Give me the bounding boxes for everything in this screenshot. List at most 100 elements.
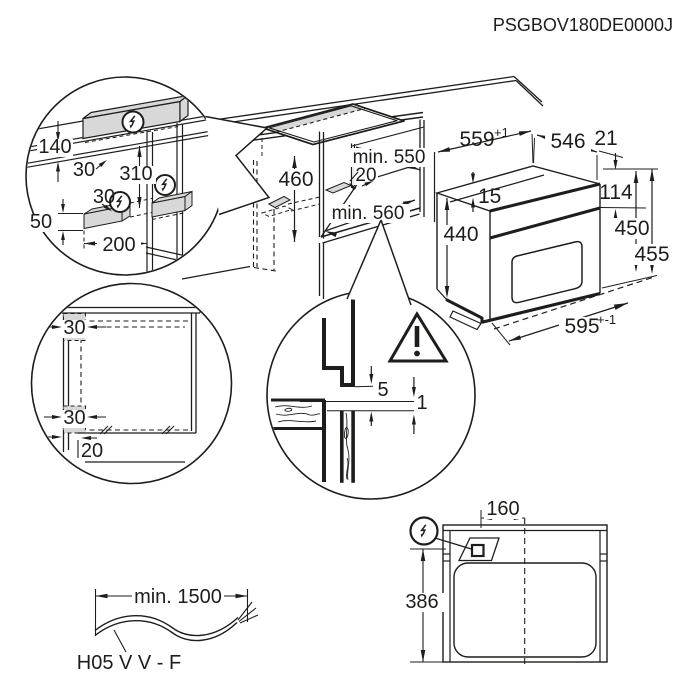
label-backing (37, 139, 73, 157)
detail-circle-connection-space: 140 30 310 30 50 200 (25, 76, 271, 276)
dimension-cabinet-height: 460 (278, 168, 313, 191)
drawing-curve (94, 619, 238, 642)
drawing-curve (344, 427, 349, 439)
drawing-panel (449, 310, 482, 331)
arrowhead (613, 303, 628, 310)
label-backing (61, 410, 88, 428)
lightning-bolt-icon (115, 195, 123, 206)
drawing-line (598, 150, 624, 158)
arrowhead (81, 436, 91, 440)
lightning-bolt-arrowhead (116, 204, 120, 209)
dimension-top-clearance: 15 (478, 185, 501, 208)
drawing-curve (511, 240, 583, 304)
dimension-200: 200 (102, 234, 135, 256)
drawing-panel (322, 400, 326, 482)
lightning-bolt-icon (160, 178, 168, 189)
part-number: PSGBOV180DE0000J (493, 15, 673, 35)
arrowhead (235, 593, 248, 599)
label-backing (132, 588, 224, 607)
dimension-cable-length: min. 1500 (134, 586, 222, 608)
drawing-line (434, 537, 474, 551)
arrowhead (137, 197, 142, 208)
hidden-edge-line (253, 266, 277, 272)
callout-pointer-fill (347, 220, 411, 305)
arrowhead (364, 181, 374, 187)
drawing-curve (94, 614, 239, 637)
detail-circle-front-gap: 5 1 (266, 219, 476, 500)
drawing-line (238, 607, 257, 622)
dimension-140: 140 (38, 136, 71, 158)
label-backing (61, 320, 88, 338)
drawing-line (215, 79, 517, 126)
power-connection-icon (409, 516, 439, 546)
cabinet-perspective-drawing: 460 min. 550 20 min. 560 (181, 75, 544, 299)
dimension-30-top: 30 (73, 159, 95, 181)
drawing-line (237, 601, 253, 621)
drawing-line (513, 76, 543, 103)
drawing-line (601, 275, 658, 289)
arrowhead (444, 198, 450, 210)
drawing-panel (340, 410, 344, 483)
hidden-edge-line (129, 198, 153, 204)
drawing-panel (340, 383, 355, 387)
arrowhead (95, 593, 108, 599)
arrowhead (52, 435, 62, 439)
arrowhead (438, 147, 451, 152)
label-backing (326, 204, 410, 223)
drawing-curve (274, 405, 313, 408)
detail-circle-background (267, 291, 475, 499)
dimension-rear-offset: 21 (594, 127, 617, 150)
drawing-line (436, 288, 448, 301)
label-backing (348, 148, 430, 167)
label-backing (28, 215, 54, 232)
arrowhead (325, 231, 338, 238)
dimension-oven-depth: 546 (550, 130, 585, 153)
drawing-line (531, 133, 534, 164)
dimension-20-side: 20 (81, 440, 103, 462)
dimension-50: 50 (30, 211, 52, 233)
drawing-curve (345, 412, 350, 481)
label-backing (609, 218, 655, 239)
hidden-edge-line (493, 276, 655, 330)
arrowhead (471, 173, 475, 184)
arrowhead (137, 146, 142, 157)
dimension-connection-offset: 160 (486, 498, 519, 520)
drawing-curve (277, 420, 317, 423)
dimension-oven-niche-width: 559 (459, 128, 494, 151)
drawing-line (437, 130, 532, 153)
arrowhead (420, 549, 426, 561)
warning-icon (387, 311, 449, 363)
arrowhead (411, 414, 416, 425)
arrowhead (292, 156, 297, 168)
dimension-oven-niche-width-tolerance: +1 (494, 125, 509, 140)
dimension-30-bottom: 30 (93, 186, 115, 208)
arrowhead (87, 415, 97, 419)
arrowhead (103, 204, 112, 212)
drawing-line (482, 291, 601, 324)
drawing-line (351, 126, 425, 147)
label-backing (274, 169, 318, 190)
drawing-panel (470, 543, 485, 558)
drawing-panel (322, 366, 344, 370)
arrowhead (369, 374, 374, 384)
arrowhead (98, 160, 107, 167)
oven-top-view-drawing: 160 386 (400, 498, 608, 666)
lightning-bolt-arrowhead (161, 187, 165, 192)
drawing-line (354, 385, 374, 388)
arrowhead (518, 131, 531, 136)
drawing-outline (260, 205, 294, 218)
power-connection-icon (154, 174, 176, 196)
label-backing (545, 132, 591, 152)
lightning-bolt-icon (419, 524, 427, 535)
callout-pointer-edge (205, 115, 271, 216)
drawing-panel (351, 296, 355, 387)
dimension-310: 310 (119, 163, 152, 185)
drawing-outline (457, 537, 500, 562)
arrowhead (56, 161, 60, 172)
arrowhead (471, 197, 475, 208)
hidden-edge-line (287, 196, 321, 205)
drawing-curve (284, 407, 293, 412)
arrowhead (613, 160, 618, 170)
drawing-line (445, 298, 483, 320)
arrowhead (420, 650, 426, 662)
